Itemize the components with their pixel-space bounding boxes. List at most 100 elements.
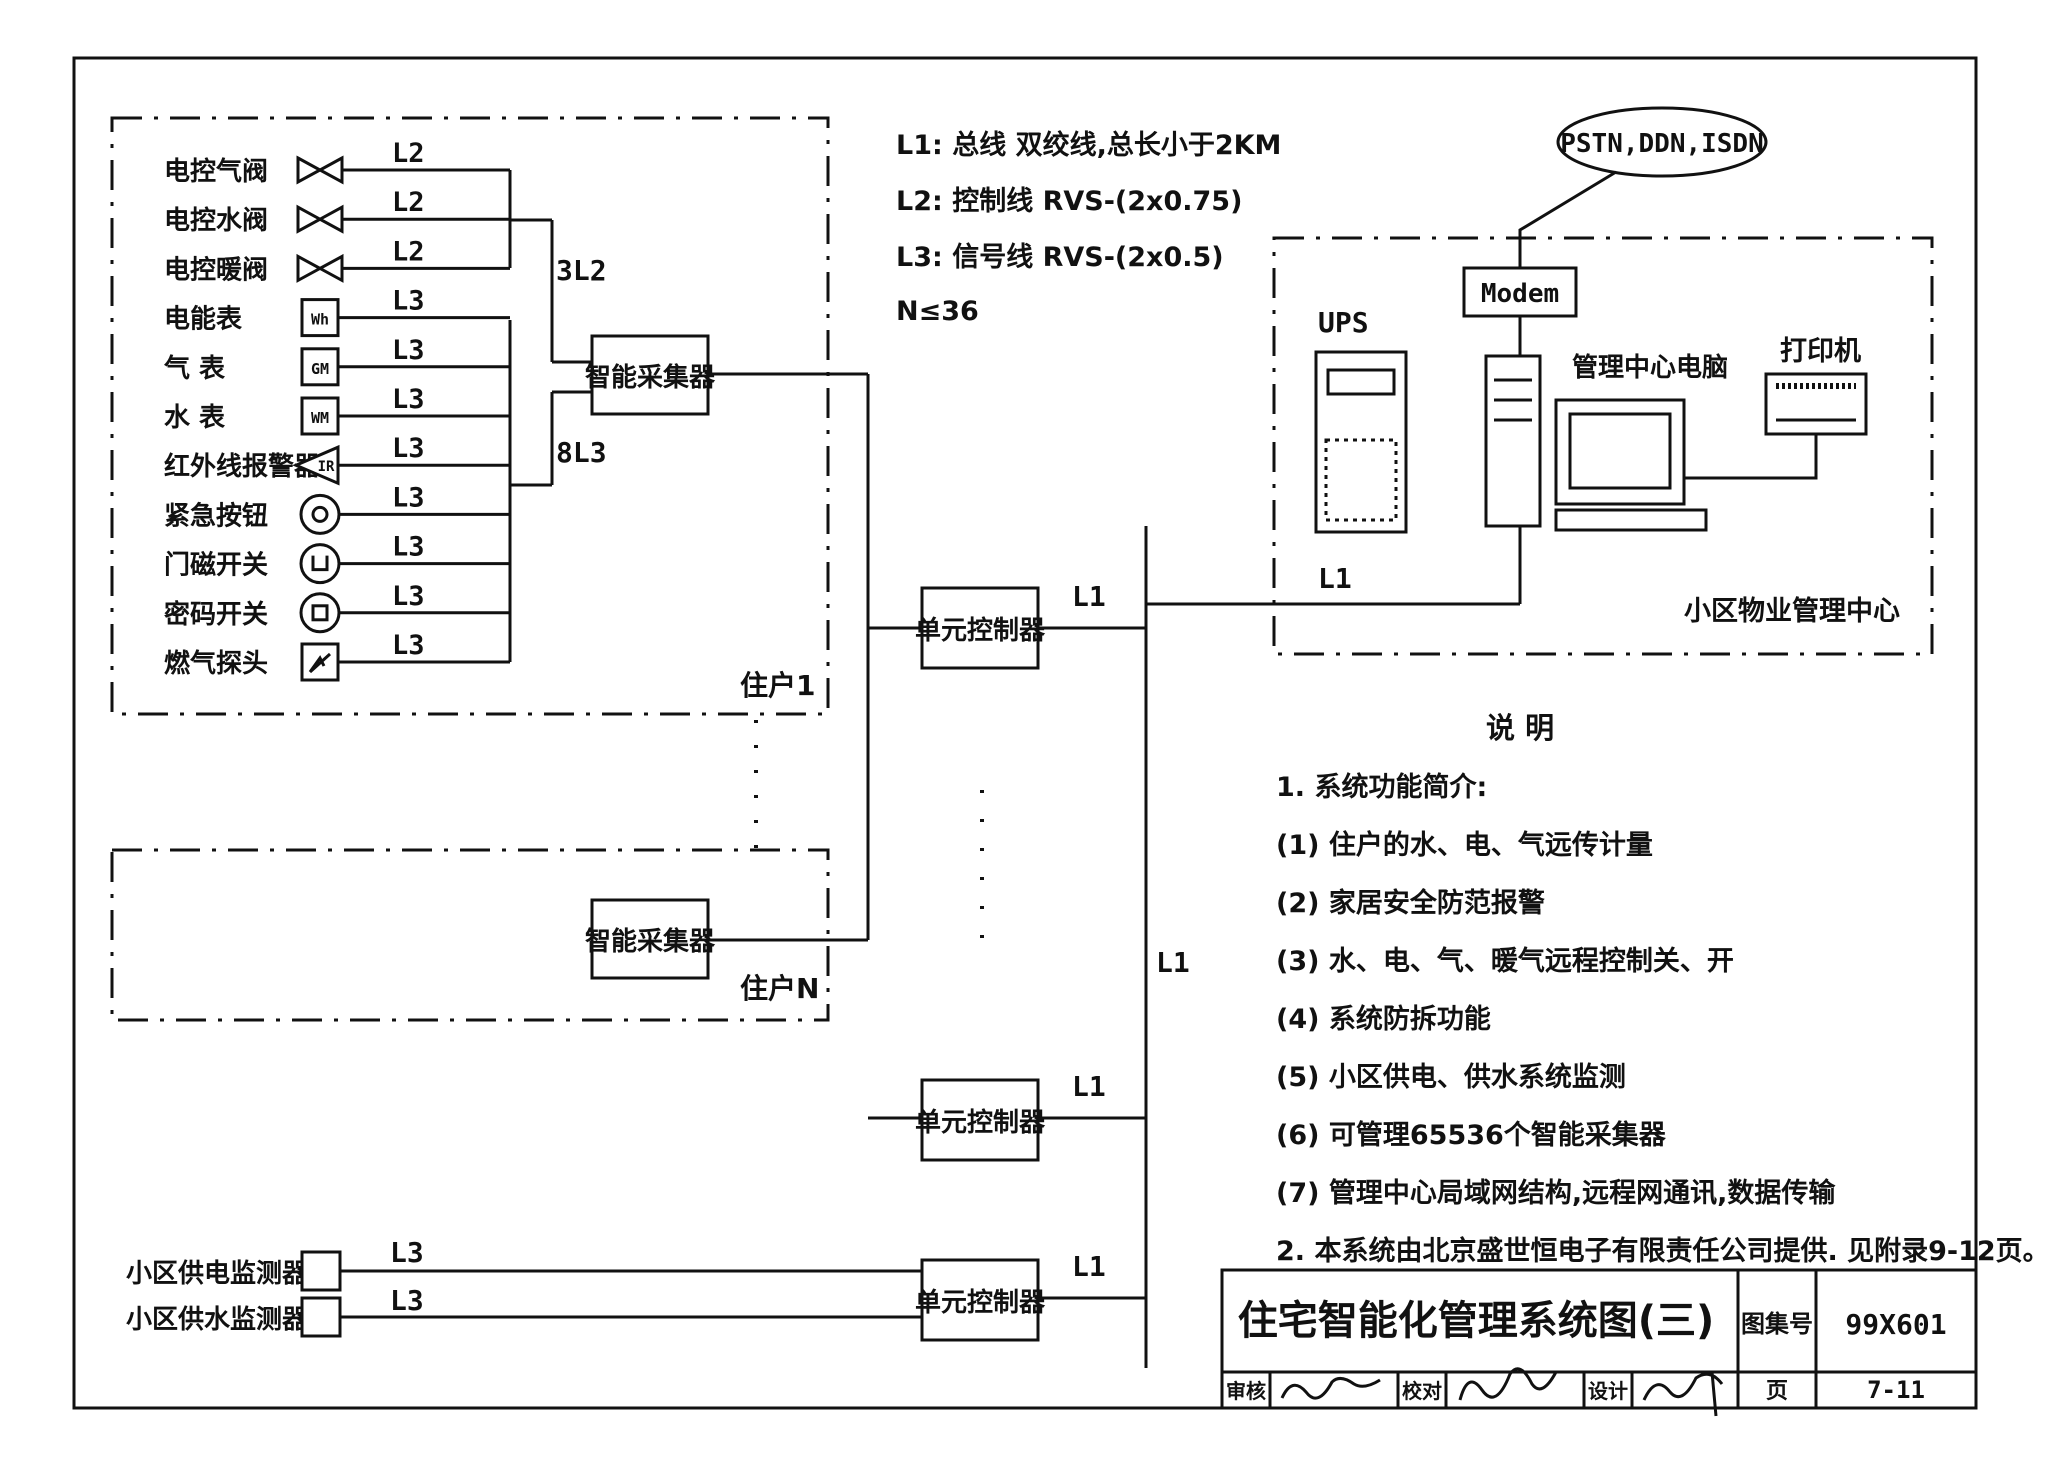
- power-monitor-label: 小区供电监测器: [126, 1259, 309, 1289]
- printer-icon: [1764, 372, 1868, 436]
- note-item: (1) 住户的水、电、气远传计量: [1276, 829, 1653, 861]
- network-link: [1518, 170, 1617, 268]
- line-type-label: L3: [392, 384, 425, 415]
- device-name: 燃气探头: [164, 648, 268, 679]
- meter-symbol: WM: [311, 409, 329, 427]
- legend-l2: L2: 控制线 RVS-(2x0.75): [896, 186, 1242, 217]
- device-row: 电能表 Wh L3: [164, 286, 510, 338]
- network-ellipse: [1556, 106, 1768, 178]
- bus-8l3-label: 8L3: [556, 436, 607, 469]
- notes-list: 1. 系统功能简介: (1) 住户的水、电、气远传计量 (2) 家居安全防范报警 (3…: [1276, 771, 2048, 1267]
- device-name: 红外线报警器: [164, 451, 321, 482]
- device-name: 电控暖阀: [164, 255, 268, 285]
- legend-n: N≤36: [896, 296, 979, 327]
- unit-controller-1: [920, 586, 1040, 670]
- review-signature: [1280, 1377, 1381, 1400]
- meter-icon: Wh: [300, 298, 340, 338]
- main-bus-label: L1: [1156, 946, 1190, 979]
- note-item: 2. 本系统由北京盛世恒电子有限责任公司提供. 见附录9-12页。: [1276, 1235, 2048, 1267]
- power-monitor-line-label: L3: [390, 1236, 424, 1269]
- device-name: 电控水阀: [164, 206, 268, 236]
- line-type-label: L2: [392, 187, 425, 218]
- page-number: 7-11: [1867, 1376, 1925, 1404]
- printer-link: [1684, 434, 1818, 480]
- unit-controller-2-bus-label: L1: [1072, 1070, 1106, 1103]
- device-name: 密码开关: [164, 599, 268, 630]
- ups-icon: [1314, 350, 1408, 534]
- power-monitor-box: [300, 1250, 342, 1292]
- device-name: 电能表: [164, 304, 243, 335]
- household1-boundary: [110, 116, 830, 716]
- infrared-icon: IR: [292, 444, 340, 486]
- line-type-label: L3: [392, 532, 425, 563]
- atlas-number: 99X601: [1845, 1308, 1946, 1341]
- device-name: 门磁开关: [164, 550, 268, 581]
- check-label: 校对: [1402, 1379, 1442, 1403]
- line-type-label: L3: [392, 433, 425, 464]
- note-item: (3) 水、电、气、暖气远程控制关、开: [1276, 946, 1734, 977]
- household1-label: 住户1: [740, 669, 815, 702]
- line-type-label: L3: [392, 286, 425, 317]
- meter-icon: WM: [300, 396, 340, 436]
- note-item: 1. 系统功能简介:: [1276, 771, 1487, 803]
- water-monitor-box: [300, 1296, 342, 1338]
- gas-detector-icon: [300, 642, 340, 682]
- note-item: (5) 小区供电、供水系统监测: [1276, 1061, 1626, 1093]
- unit-controller-3-bus-label: L1: [1072, 1250, 1106, 1283]
- device-row: 密码开关 L3: [164, 581, 510, 634]
- management-center-boundary: [1272, 236, 1934, 656]
- note-item: (2) 家居安全防范报警: [1276, 887, 1545, 919]
- line-type-label: L2: [392, 138, 425, 169]
- drawing-frame: [72, 56, 1978, 1410]
- device-name: 电控气阀: [164, 156, 268, 187]
- door-switch-icon: [299, 543, 341, 585]
- infrared-symbol: IR: [318, 459, 335, 475]
- unit-controller-1-bus-label: L1: [1072, 580, 1106, 613]
- unit-controller-2: [920, 1078, 1040, 1162]
- valve-icon: [296, 204, 344, 234]
- water-monitor-line-label: L3: [390, 1284, 424, 1317]
- householdN-label: 住户N: [740, 972, 819, 1005]
- bus-3l2-label: 3L2: [556, 254, 607, 287]
- device-row: 燃气探头 L3: [164, 630, 510, 682]
- device-row: 电控水阀 L2: [164, 187, 510, 236]
- design-label: 设计: [1588, 1379, 1628, 1403]
- meter-symbol: Wh: [311, 311, 329, 329]
- device-name: 气 表: [163, 353, 226, 384]
- modem-label: Modem: [1481, 279, 1559, 309]
- note-item: (6) 可管理65536个智能采集器: [1276, 1119, 1667, 1151]
- collector-n-label: 智能采集器: [585, 926, 716, 957]
- meter-icon: GM: [300, 347, 340, 387]
- note-item: (7) 管理中心局域网结构,远程网通讯,数据传输: [1276, 1177, 1836, 1209]
- management-center-label: 小区物业管理中心: [1684, 596, 1900, 627]
- line-type-label: L3: [392, 581, 425, 612]
- center-bus-label: L1: [1318, 562, 1352, 595]
- drawing-title: 住宅智能化管理系统图(三): [1238, 1298, 1715, 1344]
- network-label: PSTN,DDN,ISDN: [1560, 129, 1764, 159]
- review-label: 审核: [1226, 1379, 1266, 1403]
- collector-n: [590, 898, 710, 980]
- device-row: 电控气阀 L2: [164, 138, 510, 187]
- unit-controller-1-label: 单元控制器: [915, 616, 1046, 646]
- computer-icon: [1484, 354, 1708, 532]
- ups-label: UPS: [1318, 306, 1369, 339]
- legend-l3: L3: 信号线 RVS-(2x0.5): [896, 242, 1224, 273]
- meter-symbol: GM: [311, 360, 329, 378]
- check-signature: [1458, 1367, 1558, 1401]
- password-switch-icon: [299, 592, 341, 634]
- unit-controller-3: [920, 1258, 1040, 1342]
- householdN-boundary: [110, 848, 830, 1022]
- note-item: (4) 系统防拆功能: [1276, 1003, 1491, 1035]
- collector-1: [590, 334, 710, 416]
- line-type-label: L3: [392, 630, 425, 661]
- water-monitor-label: 小区供水监测器: [126, 1305, 309, 1335]
- collector-1-label: 智能采集器: [585, 362, 716, 393]
- valve-icon: [296, 155, 344, 185]
- unit-controller-2-label: 单元控制器: [915, 1108, 1046, 1138]
- valve-icon: [296, 253, 344, 283]
- unit-controller-3-label: 单元控制器: [915, 1288, 1046, 1318]
